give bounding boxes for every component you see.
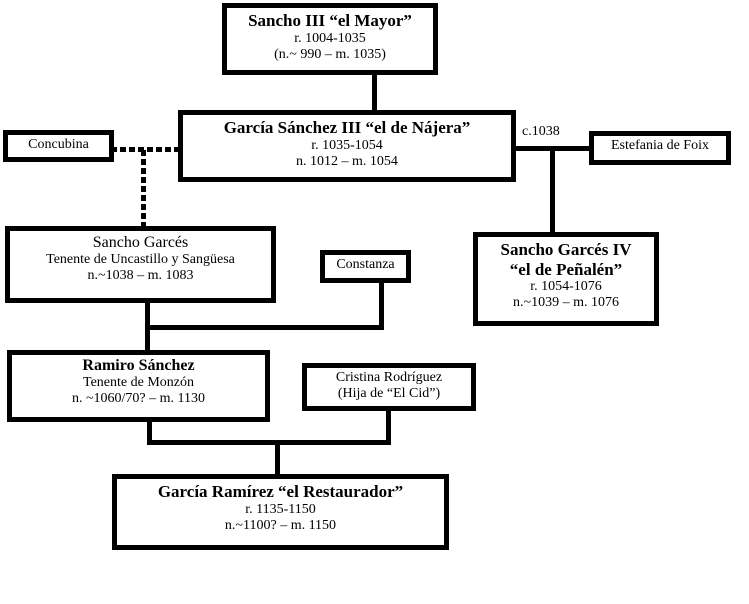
person-box-garcia-ramirez: García Ramírez “el Restaurador” r. 1135-… [112,474,449,550]
person-box-constanza: Constanza [320,250,411,283]
person-name: García Sánchez III “el de Nájera” [223,118,471,137]
person-dates: n. ~1060/70? – m. 1130 [71,391,206,407]
person-title: Tenente de Monzón [83,375,194,391]
person-title: Tenente de Uncastillo y Sangüesa [46,252,235,268]
person-box-sancho-garces-iv: Sancho Garcés IV “el de Peñalén” r. 1054… [473,232,659,326]
person-epithet: “el de Peñalén” [509,259,623,279]
person-dates: (n.~ 990 – m. 1035) [274,46,386,62]
person-name: García Ramírez “el Restaurador” [157,482,404,501]
connector-to-garcia-ramirez [275,440,280,478]
person-box-ramiro-sanchez: Ramiro Sánchez Tenente de Monzón n. ~106… [7,350,270,422]
person-reign: r. 1035-1054 [311,137,383,153]
person-box-sancho-iii: Sancho III “el Mayor” r. 1004-1035 (n.~ … [222,3,438,75]
connector-sancho-garces-constanza [145,325,384,330]
person-reign: r. 1054-1076 [530,279,602,295]
person-dates: n. 1012 – m. 1054 [296,153,398,169]
person-name: Ramiro Sánchez [82,357,195,374]
person-dates: n.~1038 – m. 1083 [87,268,194,284]
marriage-date-label: c.1038 [522,124,560,139]
person-name: Estefania de Foix [611,138,709,153]
person-box-estefania-de-foix: Estefania de Foix [589,131,731,165]
connector-to-sancho4 [550,148,555,234]
person-box-concubina: Concubina [3,130,114,162]
person-box-cristina-rodriguez: Cristina Rodríguez (Hija de “El Cid”) [302,363,476,411]
person-name: Sancho Garcés IV [500,240,632,259]
person-reign: r. 1135-1150 [245,501,316,517]
person-box-garcia-sanchez-iii: García Sánchez III “el de Nájera” r. 103… [178,110,516,182]
connector-constanza-down [379,282,384,329]
person-name: Sancho Garcés [92,234,189,251]
person-note: (Hija de “El Cid”) [337,386,441,402]
person-name: Cristina Rodríguez [335,370,443,385]
person-box-sancho-garces: Sancho Garcés Tenente de Uncastillo y Sa… [5,226,276,303]
dotted-connector-to-sancho-garces [141,150,146,228]
person-dates: n.~1039 – m. 1076 [513,295,619,311]
connector-cristina-down [386,408,391,444]
person-name: Constanza [336,257,395,272]
connector-ramiro-down [147,420,152,444]
person-name: Concubina [28,137,89,152]
connector-sancho3-garcia3 [372,72,377,112]
dotted-connector-concubina-garcia3 [111,147,179,152]
person-name: Sancho III “el Mayor” [248,11,412,30]
person-dates: n.~1100? – m. 1150 [224,517,337,533]
connector-ramiro-cristina [147,440,391,445]
person-reign: r. 1004-1035 [294,30,366,46]
